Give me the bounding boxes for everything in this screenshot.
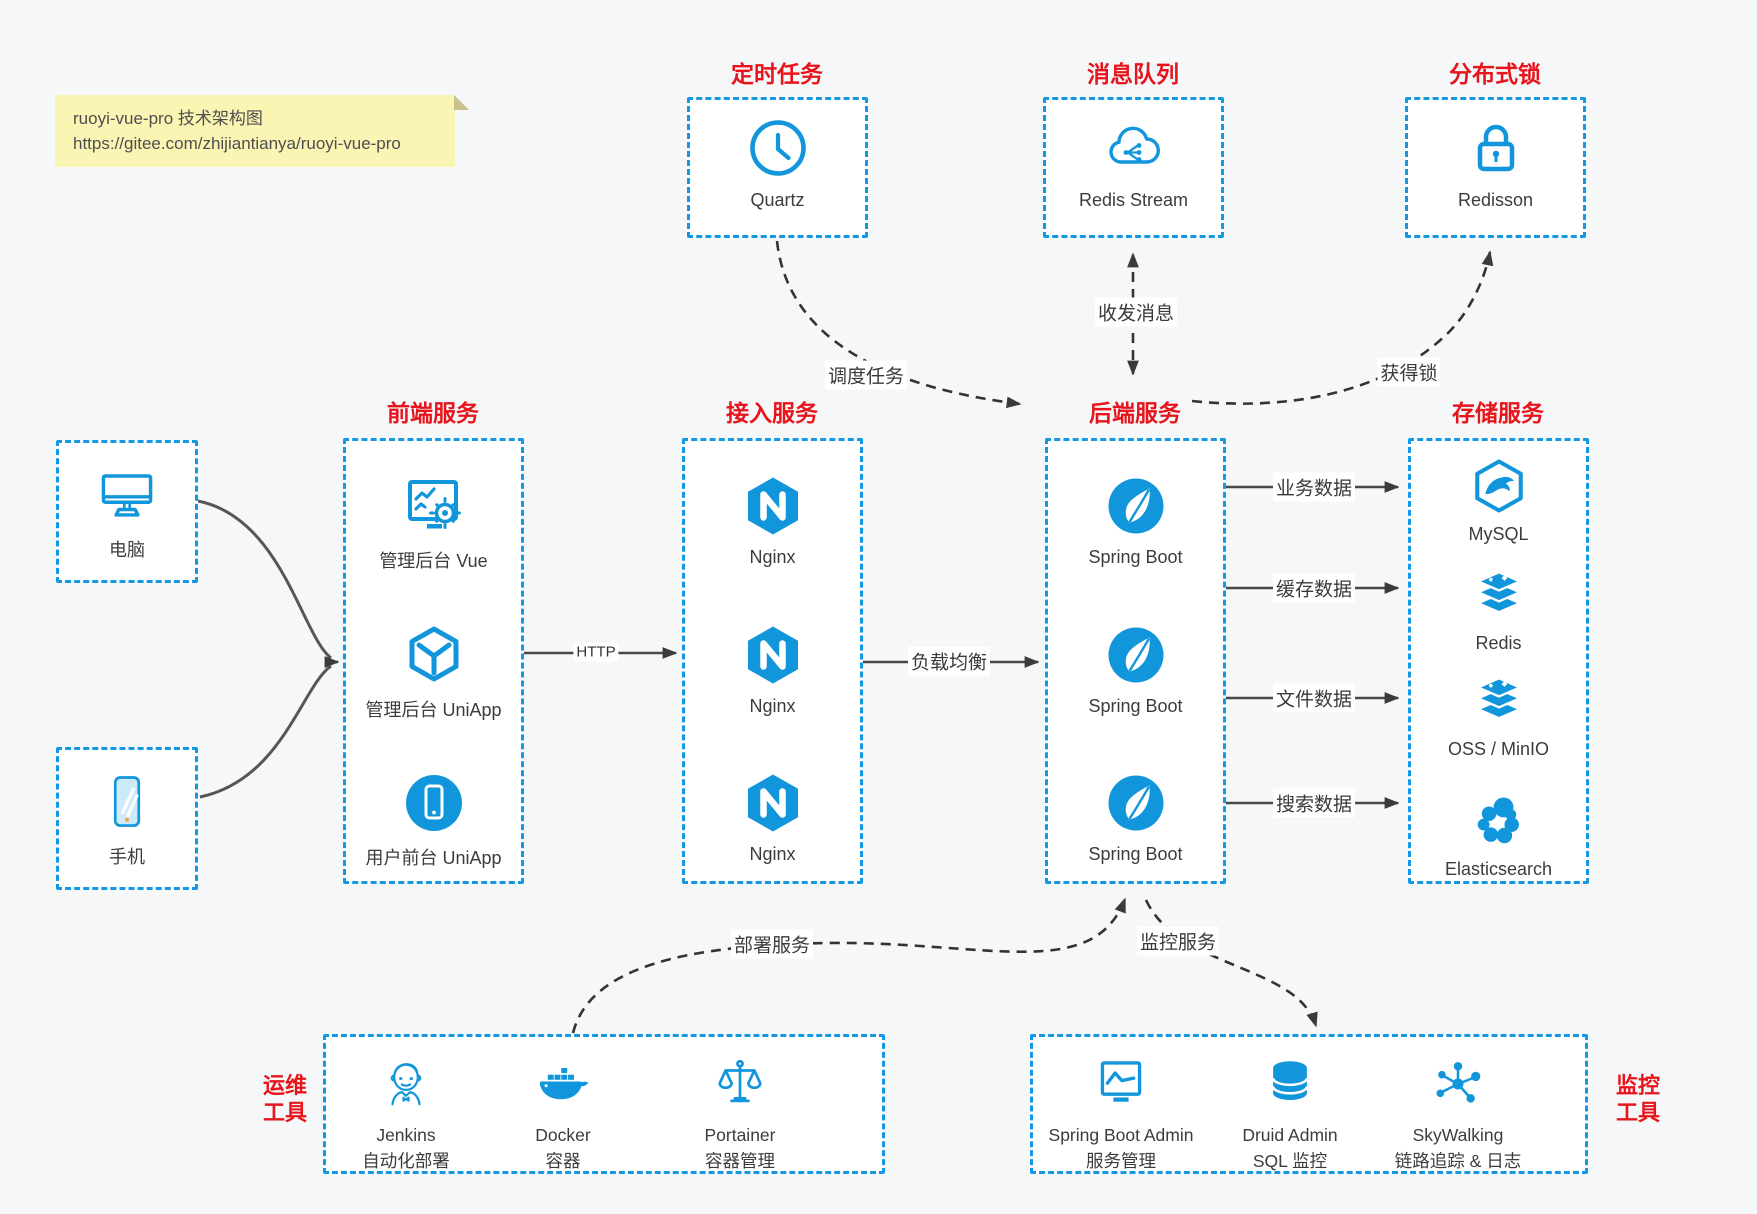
portainer-desc: 容器管理 — [705, 1151, 775, 1171]
oss-minio-label: OSS / MinIO — [1447, 739, 1550, 759]
druid-admin-desc: SQL 监控 — [1252, 1151, 1328, 1171]
spring-boot-label: Spring Boot — [1088, 547, 1183, 567]
nginx-icon — [741, 626, 805, 691]
skywalking-icon — [1431, 1062, 1485, 1115]
edge-label-business-data: 业务数据 — [1272, 472, 1356, 502]
redis-label: Redis — [1475, 633, 1522, 653]
title-message-queue: 消息队列 — [1087, 61, 1179, 87]
mysql-icon — [1470, 459, 1528, 519]
docker-whale-icon — [536, 1067, 590, 1115]
edge-label-deploy-service: 部署服务 — [730, 929, 814, 959]
spring-boot-label: Spring Boot — [1088, 696, 1183, 716]
computer-label: 电脑 — [109, 540, 145, 560]
mysql-label: MySQL — [1468, 524, 1529, 544]
desktop-icon — [98, 466, 156, 529]
nginx-icon — [741, 774, 805, 839]
portainer-scales-icon — [713, 1059, 767, 1115]
message-cloud-icon — [1102, 116, 1166, 185]
spring-boot-admin-icon — [1094, 1061, 1148, 1115]
phone-label: 手机 — [109, 847, 145, 867]
note-title: ruoyi-vue-pro 技术架构图 — [73, 109, 263, 128]
quartz-label: Quartz — [750, 190, 805, 210]
druid-admin-label: Druid Admin — [1242, 1125, 1338, 1145]
uniapp-cube-icon — [402, 626, 466, 691]
edge-label-cache-data: 缓存数据 — [1272, 573, 1356, 603]
nginx-label: Nginx — [749, 696, 796, 716]
frontend-services-box: 管理后台 Vue 管理后台 UniApp 用户前台 UniApp — [343, 438, 524, 884]
lock-icon — [1464, 116, 1528, 185]
oss-minio-icon — [1470, 677, 1528, 734]
jenkins-label: Jenkins — [376, 1125, 436, 1145]
quartz-box: Quartz — [687, 97, 868, 238]
title-distributed-lock: 分布式锁 — [1449, 61, 1541, 87]
storage-services-box: MySQL Redis OSS / MinIO — [1408, 438, 1589, 884]
edge-label-monitor-service: 监控服务 — [1136, 926, 1220, 956]
clock-icon — [746, 116, 810, 185]
monitoring-tools-box: Spring Boot Admin 服务管理 Druid Admin SQL 监… — [1030, 1034, 1588, 1174]
admin-vue-label: 管理后台 Vue — [379, 551, 488, 571]
portainer-label: Portainer — [704, 1125, 776, 1145]
note-url: https://gitee.com/zhijiantianya/ruoyi-vu… — [73, 134, 401, 153]
skywalking-desc: 链路追踪 & 日志 — [1394, 1151, 1522, 1171]
docker-desc: 容器 — [545, 1151, 581, 1171]
redisson-box: Redisson — [1405, 97, 1586, 238]
spring-boot-admin-desc: 服务管理 — [1086, 1151, 1156, 1171]
spring-boot-icon — [1104, 627, 1168, 691]
user-uniapp-label: 用户前台 UniApp — [365, 848, 502, 868]
edge-label-schedule-task: 调度任务 — [824, 360, 908, 390]
spring-boot-icon — [1104, 775, 1168, 839]
ops-tools-box: Jenkins 自动化部署 Docker 容器 — [323, 1034, 885, 1174]
spring-boot-icon — [1104, 478, 1168, 542]
admin-vue-icon — [402, 480, 466, 542]
edge-label-acquire-lock: 获得锁 — [1377, 357, 1441, 387]
title-backend-services: 后端服务 — [1089, 400, 1181, 426]
title-scheduled-tasks: 定时任务 — [731, 61, 823, 87]
redisson-label: Redisson — [1457, 190, 1534, 210]
user-app-icon — [402, 775, 466, 839]
nginx-icon — [741, 477, 805, 542]
edge-label-http: HTTP — [573, 642, 619, 662]
edge-label-load-balance: 负载均衡 — [907, 646, 991, 676]
redis-stream-label: Redis Stream — [1078, 190, 1189, 210]
edge-label-file-data: 文件数据 — [1272, 683, 1356, 713]
edge-label-send-receive-message: 收发消息 — [1094, 297, 1178, 327]
note-sticky: ruoyi-vue-pro 技术架构图 https://gitee.com/zh… — [55, 95, 469, 167]
computer-client-box: 电脑 — [56, 440, 198, 583]
title-gateway-services: 接入服务 — [726, 400, 818, 426]
monitoring-tools-title: 监控 工具 — [1615, 1073, 1660, 1125]
title-frontend-services: 前端服务 — [387, 400, 479, 426]
spring-boot-admin-label: Spring Boot Admin — [1048, 1125, 1194, 1145]
backend-services-box: Spring Boot Spring Boot Spring Boot — [1045, 438, 1226, 884]
ops-tools-title: 运维 工具 — [262, 1073, 307, 1125]
redis-stream-box: Redis Stream — [1043, 97, 1224, 238]
gateway-services-box: Nginx Nginx Nginx — [682, 438, 863, 884]
smartphone-icon — [98, 773, 156, 836]
edge-label-search-data: 搜索数据 — [1272, 788, 1356, 818]
spring-boot-label: Spring Boot — [1088, 844, 1183, 864]
nginx-label: Nginx — [749, 547, 796, 567]
jenkins-icon — [379, 1063, 433, 1115]
admin-uniapp-label: 管理后台 UniApp — [365, 700, 502, 720]
docker-label: Docker — [535, 1125, 591, 1145]
elasticsearch-label: Elasticsearch — [1444, 859, 1553, 879]
jenkins-desc: 自动化部署 — [362, 1151, 450, 1171]
phone-client-box: 手机 — [56, 747, 198, 890]
druid-database-icon — [1263, 1061, 1317, 1115]
skywalking-label: SkyWalking — [1412, 1125, 1504, 1145]
title-storage-services: 存储服务 — [1452, 400, 1544, 426]
nginx-label: Nginx — [749, 844, 796, 864]
client-arrows — [197, 499, 340, 799]
elasticsearch-icon — [1470, 797, 1528, 854]
redis-icon — [1470, 571, 1528, 628]
solid-arrows — [524, 481, 1400, 809]
